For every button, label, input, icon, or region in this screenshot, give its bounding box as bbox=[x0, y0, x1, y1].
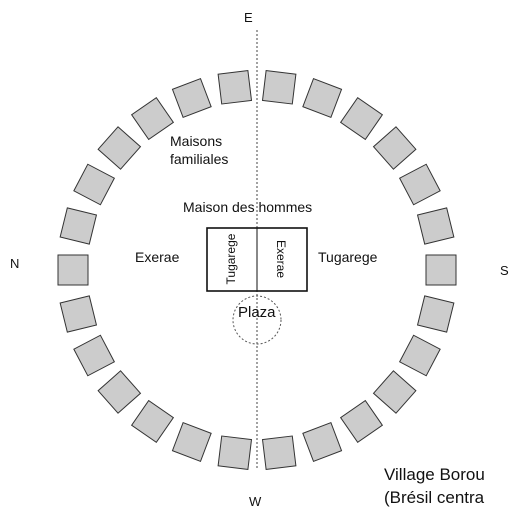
family-house bbox=[261, 435, 297, 470]
caption-line1: Village Borou bbox=[384, 465, 485, 484]
family-house bbox=[130, 399, 175, 443]
direction-east-label: E bbox=[244, 10, 253, 25]
family-house bbox=[416, 295, 455, 333]
direction-south-label: S bbox=[500, 263, 509, 278]
family-house bbox=[339, 399, 384, 443]
family-house bbox=[97, 370, 142, 414]
family-house bbox=[217, 70, 253, 105]
tugarege-moiety-label: Tugarege bbox=[318, 249, 378, 265]
inner-tugarege-label: Tugarege bbox=[224, 233, 238, 285]
family-houses-label-line2: familiales bbox=[170, 151, 229, 167]
plaza-label: Plaza bbox=[238, 304, 276, 321]
family-house bbox=[130, 97, 175, 141]
family-house bbox=[57, 254, 89, 286]
direction-north-label: N bbox=[10, 256, 20, 271]
caption-line2: (Brésil centra bbox=[384, 488, 485, 507]
family-houses-ring bbox=[57, 70, 457, 470]
plaza-circle bbox=[232, 295, 282, 345]
family-house bbox=[339, 97, 384, 141]
family-house bbox=[398, 334, 441, 377]
family-house bbox=[59, 295, 98, 333]
family-house bbox=[302, 422, 343, 462]
family-house bbox=[372, 370, 417, 414]
family-house bbox=[73, 163, 116, 206]
exerae-moiety-label: Exerae bbox=[135, 249, 180, 265]
inner-exerae-label: Exerae bbox=[274, 239, 288, 279]
direction-west-label: W bbox=[249, 494, 262, 509]
family-house bbox=[372, 126, 417, 170]
family-house bbox=[97, 126, 142, 170]
family-house bbox=[416, 207, 455, 245]
family-house bbox=[171, 78, 212, 118]
family-house bbox=[217, 435, 253, 470]
family-house bbox=[261, 70, 297, 105]
family-houses-label-line1: Maisons bbox=[170, 133, 223, 149]
mens-house-label: Maison des hommes bbox=[183, 199, 313, 215]
family-house bbox=[171, 422, 212, 462]
family-house bbox=[425, 254, 457, 286]
family-house bbox=[59, 207, 98, 245]
family-house bbox=[73, 334, 116, 377]
family-house bbox=[302, 78, 343, 118]
family-house bbox=[398, 163, 441, 206]
